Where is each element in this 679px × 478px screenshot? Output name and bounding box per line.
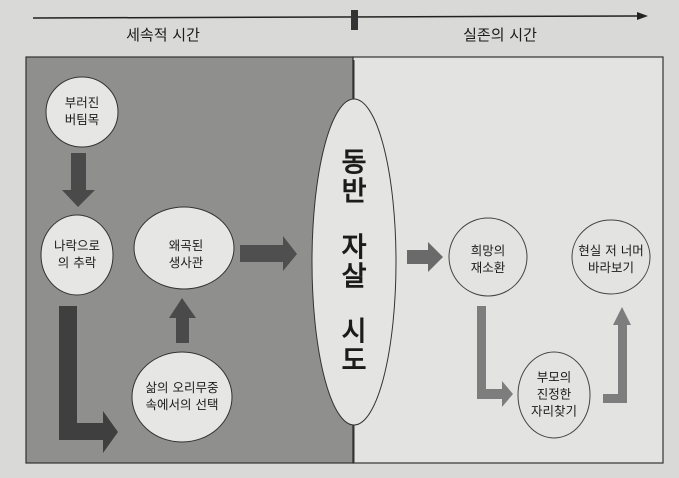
node-line: 바라보기 — [587, 260, 635, 275]
node-line: 버팀목 — [64, 112, 100, 127]
center-char: 살 — [341, 261, 367, 293]
arrow-down-1 — [62, 153, 95, 207]
node-parent-text: 부모의 진정한 자리찾기 — [531, 370, 577, 421]
arrow-l-turn-right — [477, 306, 513, 407]
node-line: 자리찾기 — [530, 403, 578, 419]
node-line: 부모의 — [536, 369, 572, 385]
node-fall-text: 나락으로 의 추락 — [54, 238, 100, 272]
node-distorted-text: 왜곡된 생사관 — [169, 238, 204, 272]
node-hope-text: 희망의 재소환 — [471, 243, 506, 277]
center-char: 도 — [341, 345, 367, 377]
node-line: 현실 저 너머 — [578, 243, 644, 259]
timeline-arrowhead — [637, 12, 648, 20]
node-line: 희망의 — [470, 243, 506, 259]
timeline-divider-marker — [351, 10, 358, 30]
center-ellipse — [311, 98, 397, 426]
node-hope-recall — [448, 217, 528, 297]
timeline-axis — [32, 15, 641, 19]
node-line: 부러진 — [64, 95, 100, 111]
node-parent-place — [517, 351, 591, 439]
node-choice-in-fog — [131, 351, 233, 443]
center-char: 자 — [341, 232, 367, 264]
node-line: 삶의 오리무중 — [145, 380, 219, 396]
arrow-up-right — [603, 307, 631, 403]
node-line: 의 추락 — [57, 255, 97, 270]
node-beyond-text: 현실 저 너머 바라보기 — [578, 243, 643, 277]
center-char: 동 — [341, 147, 367, 179]
node-beyond-reality — [571, 219, 651, 295]
existential-time-label: 실존의 시간 — [463, 25, 537, 44]
arrow-right-to-center — [240, 236, 297, 271]
node-line: 진정한 — [536, 386, 572, 402]
node-choice-text: 삶의 오리무중 속에서의 선택 — [146, 380, 219, 414]
node-line: 속에서의 선택 — [145, 397, 219, 412]
node-line: 왜곡된 — [168, 238, 204, 254]
secular-time-label: 세속적 시간 — [126, 25, 200, 44]
node-line: 생사관 — [168, 255, 204, 270]
node-broken-support — [45, 76, 119, 148]
node-line: 재소환 — [470, 260, 506, 275]
node-line: 나락으로 — [53, 238, 101, 254]
node-broken-support-text: 부러진 버팀목 — [65, 95, 100, 129]
arrow-l-turn — [59, 306, 118, 453]
center-char: 시 — [341, 316, 367, 348]
node-distorted-view — [133, 206, 235, 290]
arrow-right-from-center — [407, 242, 443, 272]
center-char: 반 — [341, 176, 367, 208]
arrow-up — [169, 298, 196, 343]
node-fall-into-abyss — [40, 214, 114, 296]
